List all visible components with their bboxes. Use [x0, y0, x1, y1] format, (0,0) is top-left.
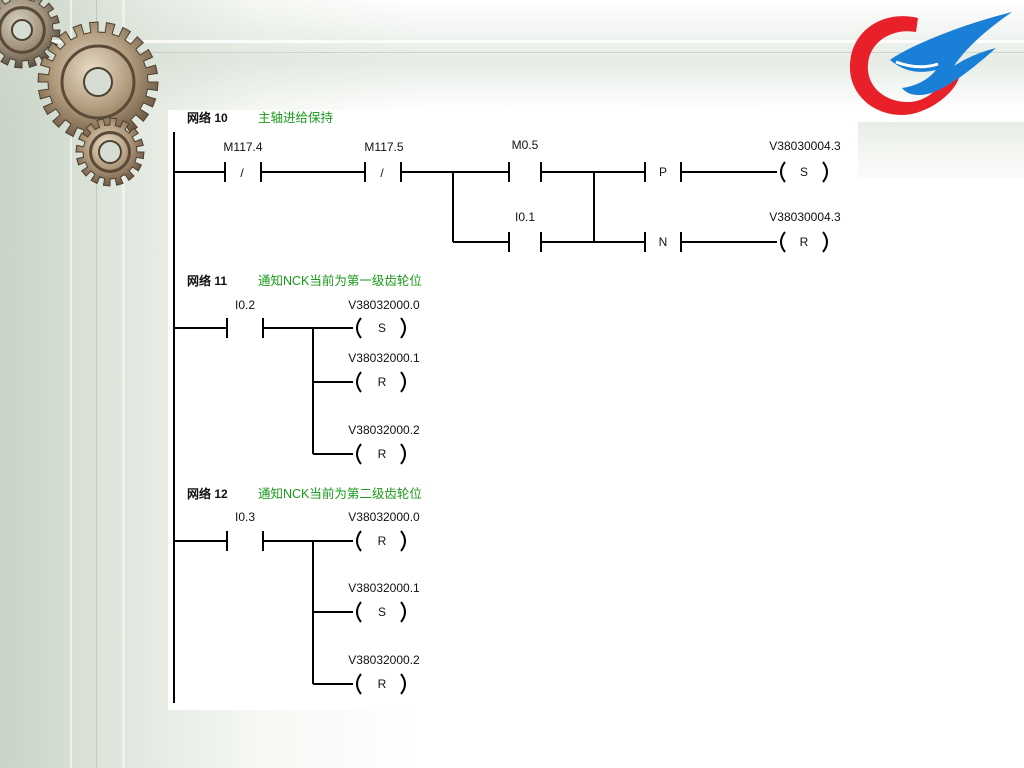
svg-text:R: R — [378, 677, 387, 691]
svg-text:S: S — [800, 165, 808, 179]
gears-icon — [0, 0, 159, 187]
contact-negated: / — [364, 162, 402, 182]
coil-address: V38030004.3 — [769, 139, 841, 153]
background-line — [122, 0, 125, 768]
coil-address: V38032000.2 — [348, 423, 420, 437]
background-line — [70, 0, 72, 768]
coil-address: V38032000.0 — [348, 510, 420, 524]
svg-text:R: R — [800, 235, 809, 249]
company-logo-icon — [849, 12, 1012, 115]
svg-text:S: S — [378, 321, 386, 335]
contact-address: M0.5 — [512, 138, 539, 152]
coil-set: S — [780, 161, 828, 183]
gear-icon — [0, 0, 61, 69]
positive-edge-box: P — [644, 162, 682, 182]
contact-normally-open — [226, 318, 264, 338]
network-11: 网络 11 通知NCK当前为第一级齿轮位 I0.2 S V38032000.0 … — [174, 273, 422, 465]
coil-address: V38032000.2 — [348, 653, 420, 667]
coil-address: V38032000.0 — [348, 298, 420, 312]
contact-normally-open — [508, 232, 542, 252]
coil-address: V38032000.1 — [348, 351, 420, 365]
network-label: 网络 12 — [187, 486, 228, 501]
svg-text:S: S — [378, 605, 386, 619]
right-band — [830, 122, 1024, 178]
coil-set: S — [356, 601, 406, 623]
contact-address: M117.5 — [364, 140, 403, 154]
ladder-diagram-panel: 网络 10 主轴进给保持 / M117.4 / M117.5 M0.5 P — [168, 110, 858, 710]
network-comment: 通知NCK当前为第二级齿轮位 — [258, 486, 422, 501]
svg-text:R: R — [378, 375, 387, 389]
svg-text:P: P — [659, 165, 667, 179]
network-comment: 主轴进给保持 — [258, 110, 333, 125]
contact-negated: / — [224, 162, 262, 182]
contact-normally-open — [508, 162, 542, 182]
svg-text:R: R — [378, 447, 387, 461]
coil-reset: R — [356, 443, 406, 465]
network-12: 网络 12 通知NCK当前为第二级齿轮位 I0.3 R V38032000.0 … — [174, 486, 422, 695]
coil-reset: R — [356, 673, 406, 695]
contact-normally-open — [226, 531, 264, 551]
gear-icon — [75, 117, 145, 187]
network-comment: 通知NCK当前为第一级齿轮位 — [258, 273, 422, 288]
coil-reset: R — [780, 231, 828, 253]
coil-set: S — [356, 317, 406, 339]
contact-symbol: / — [240, 166, 244, 180]
contact-symbol: / — [380, 166, 384, 180]
contact-address: I0.1 — [515, 210, 535, 224]
ladder-diagram: 网络 10 主轴进给保持 / M117.4 / M117.5 M0.5 P — [173, 110, 841, 703]
svg-text:R: R — [378, 534, 387, 548]
contact-address: M117.4 — [223, 140, 262, 154]
coil-address: V38032000.1 — [348, 581, 420, 595]
gear-icon — [37, 21, 159, 143]
coil-reset: R — [356, 371, 406, 393]
background-line — [96, 0, 97, 768]
header-line-thin — [0, 52, 1024, 53]
contact-address: I0.3 — [235, 510, 255, 524]
coil-reset: R — [356, 530, 406, 552]
coil-address: V38030004.3 — [769, 210, 841, 224]
network-10: 网络 10 主轴进给保持 / M117.4 / M117.5 M0.5 P — [174, 110, 841, 253]
svg-text:N: N — [659, 235, 668, 249]
network-label: 网络 10 — [187, 110, 228, 125]
negative-edge-box: N — [644, 232, 682, 252]
header-line — [0, 40, 1024, 43]
network-label: 网络 11 — [187, 273, 227, 288]
contact-address: I0.2 — [235, 298, 255, 312]
